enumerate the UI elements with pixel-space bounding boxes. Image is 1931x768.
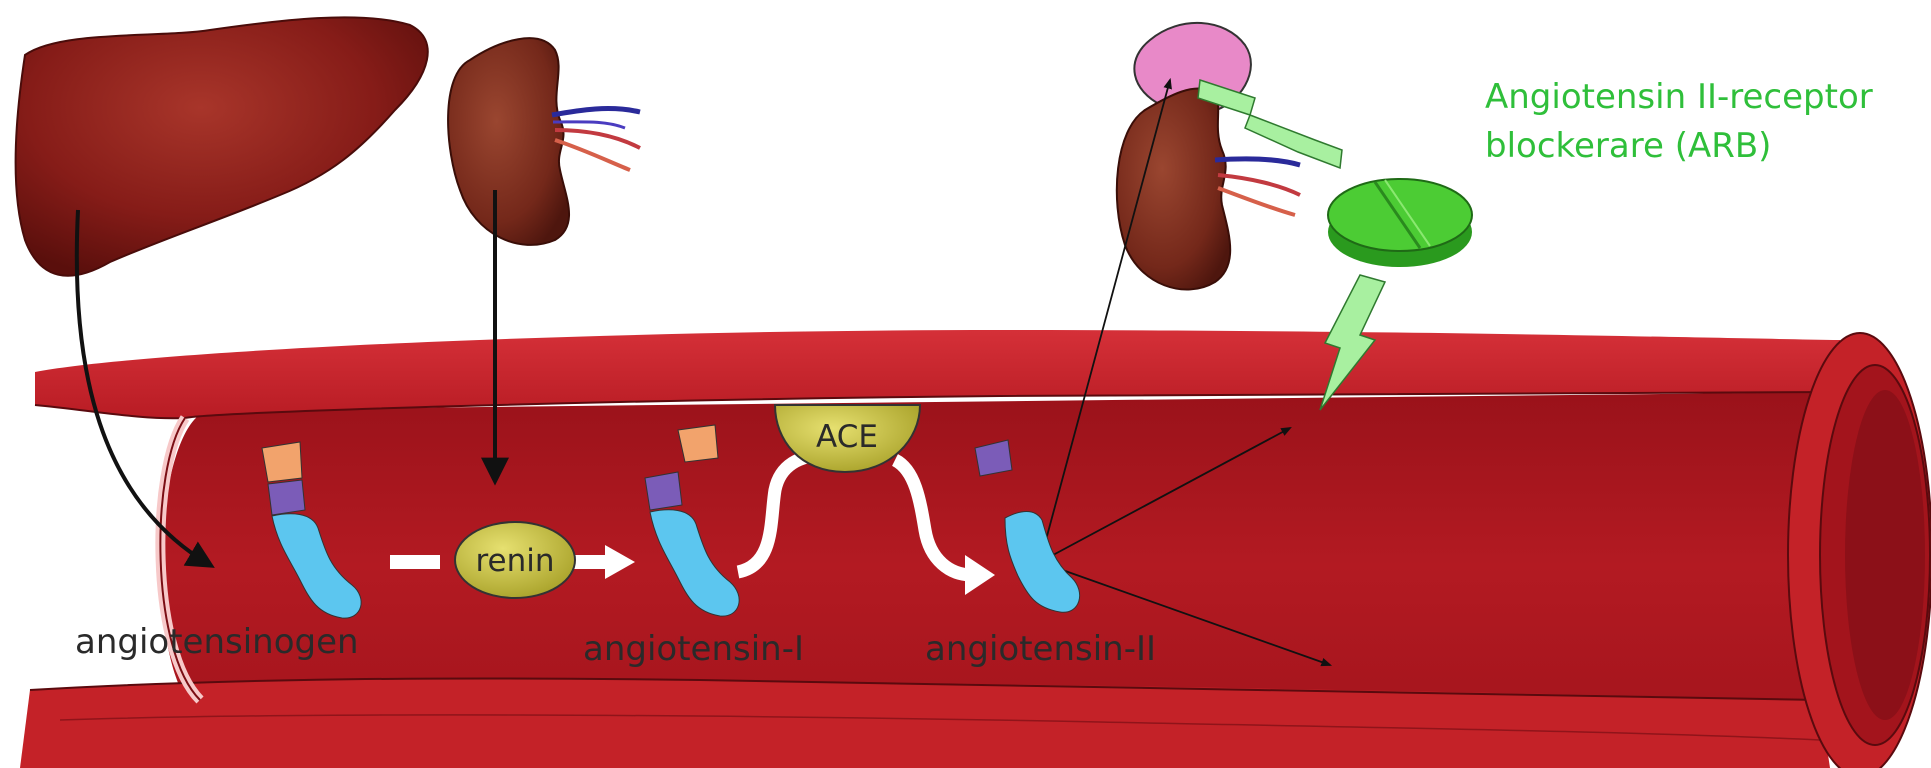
angiotensin-ii-label: angiotensin-II [925,629,1156,669]
arb-label-line2: blockerare (ARB) [1485,126,1771,166]
ace-label: ACE [816,419,878,455]
angiotensin-i-label: angiotensin-I [583,629,804,669]
adrenal-kidney-icon [1117,23,1300,290]
angiotensinogen-label: angiotensinogen [75,622,359,662]
kidney-icon [448,38,640,245]
pill-icon [1328,179,1472,267]
arb-label-line1: Angiotensin II-receptor [1485,77,1873,117]
renin-label: renin [475,543,554,579]
